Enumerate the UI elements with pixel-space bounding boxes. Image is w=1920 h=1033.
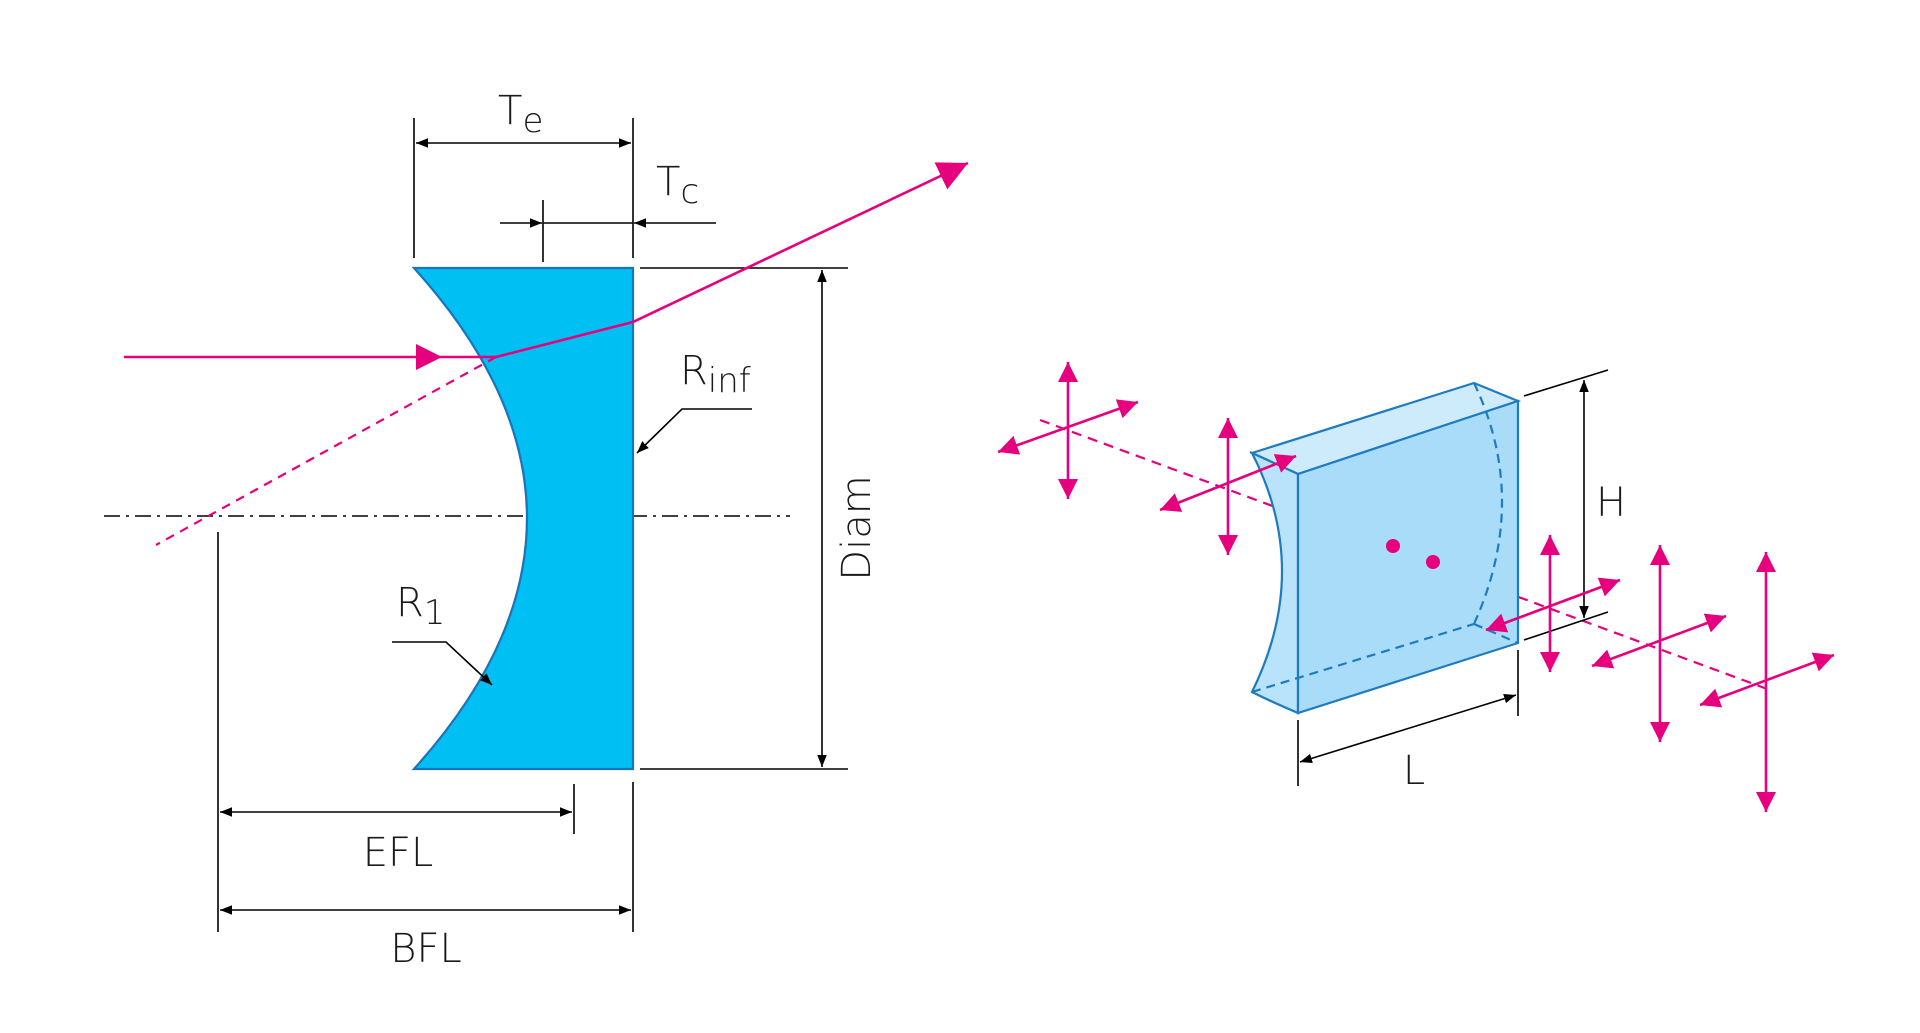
- polarization-cross-5: [1699, 552, 1835, 812]
- bfl-label: BFL: [390, 926, 461, 972]
- cyl-hidden-right: [1473, 622, 1519, 645]
- virtual-ray-dashed: [155, 356, 497, 546]
- polarization-cross-2: [1159, 418, 1297, 555]
- efl-label: EFL: [363, 830, 434, 876]
- rinf-label: Rinf: [680, 348, 751, 401]
- incoming-ray-arrow: [416, 344, 442, 370]
- plano-concave-lens-group: Te Tc Diam Rinf R1 EFL BFL: [104, 88, 969, 972]
- tc-label: Tc: [656, 159, 699, 212]
- polarization-cross-3: [1485, 535, 1621, 672]
- refracted-ray-inside: [495, 320, 634, 359]
- diam-label: Diam: [834, 475, 880, 580]
- cylindrical-lens-group: H L: [997, 362, 1835, 812]
- r1-label: R1: [396, 580, 445, 633]
- cyl-side-face: [1249, 450, 1300, 715]
- focal-dot-2: [1426, 555, 1440, 569]
- lens-body: [411, 266, 635, 771]
- h-ext-top: [1523, 369, 1609, 397]
- l-dim-line: [1299, 693, 1517, 764]
- l-label: L: [1403, 748, 1425, 794]
- h-ext-bottom: [1523, 611, 1609, 641]
- r1-leader: [392, 641, 493, 686]
- focal-dot-1: [1386, 539, 1400, 553]
- cyl-hidden-bottom: [1251, 622, 1475, 694]
- outgoing-ray: [632, 161, 969, 324]
- h-label: H: [1596, 480, 1626, 526]
- te-label: Te: [498, 88, 543, 141]
- rinf-leader: [636, 408, 752, 454]
- polarization-cross-1: [997, 362, 1139, 499]
- polarization-cross-4: [1591, 545, 1727, 742]
